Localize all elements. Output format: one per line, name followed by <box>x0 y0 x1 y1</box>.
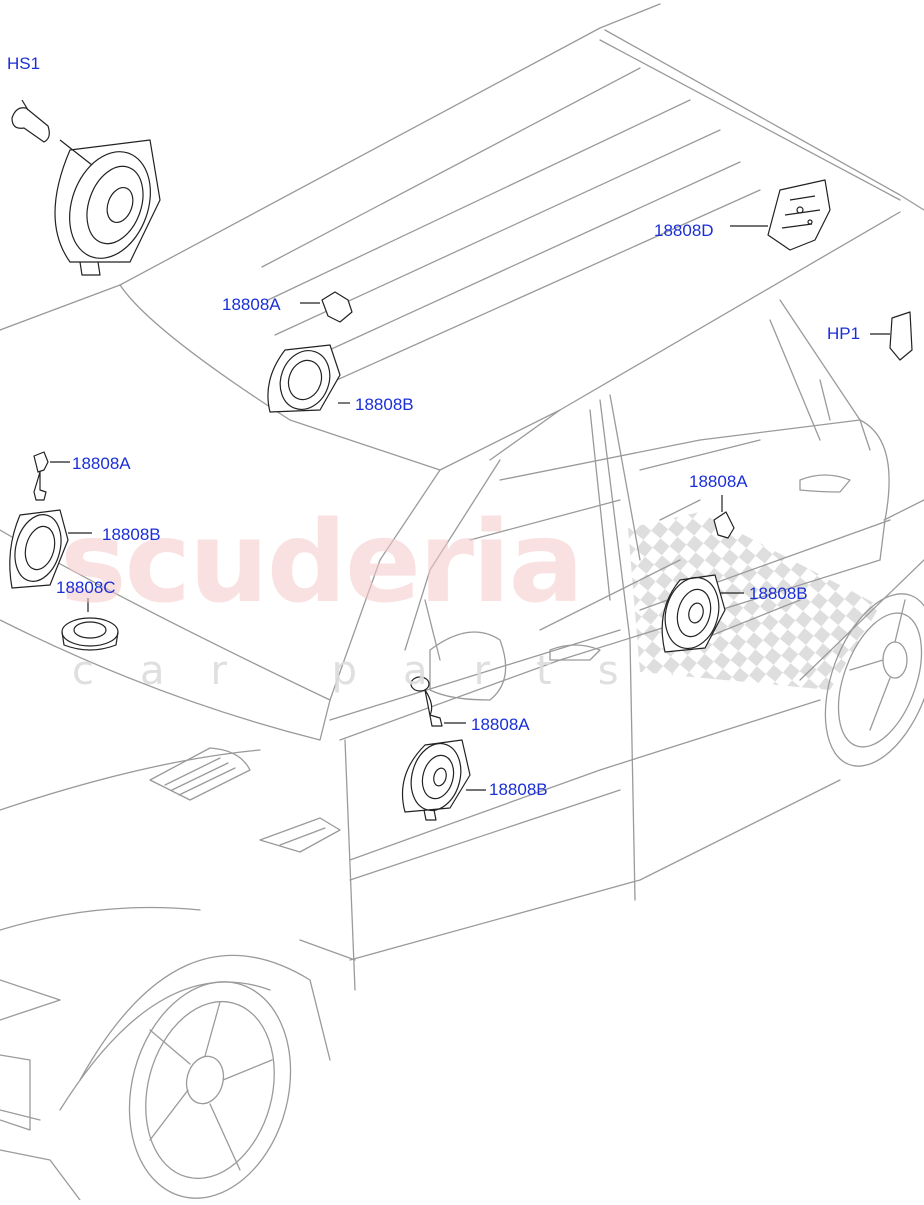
amplifier-18808d <box>730 179 831 251</box>
callout-18808a-front-door[interactable]: 18808A <box>471 715 530 734</box>
callout-hp1[interactable]: HP1 <box>827 324 861 343</box>
fastener-hs1 <box>11 99 50 143</box>
callout-18808b-rear-door[interactable]: 18808B <box>749 584 808 603</box>
connector-18808a-front-door <box>410 676 466 727</box>
speaker-hs1-woofer <box>54 139 161 276</box>
callout-18808a-roof[interactable]: 18808A <box>222 295 281 314</box>
watermark-tagline: car parts <box>72 648 665 694</box>
callout-18808b-left[interactable]: 18808B <box>102 525 161 544</box>
callout-18808a-rear-door[interactable]: 18808A <box>689 472 748 491</box>
callout-18808c-tweeter[interactable]: 18808C <box>56 578 116 597</box>
speaker-18808b-front-door <box>401 739 486 821</box>
callout-18808d-amp[interactable]: 18808D <box>654 221 714 240</box>
callout-hs1[interactable]: HS1 <box>7 54 41 73</box>
plate-hp1 <box>870 311 913 361</box>
speaker-18808b-roof <box>267 344 350 413</box>
tweeter-18808c <box>61 598 119 651</box>
connector-18808a-rear-door <box>713 495 735 539</box>
callout-18808a-left[interactable]: 18808A <box>72 454 131 473</box>
connector-18808a-left <box>33 451 70 501</box>
vehicle-body-outline <box>0 3 924 1201</box>
speaker-18808b-left <box>9 509 92 589</box>
callout-18808b-front-door[interactable]: 18808B <box>489 780 548 799</box>
connector-18808a-roof <box>300 291 353 323</box>
callout-18808b-roof[interactable]: 18808B <box>355 395 414 414</box>
speaker-parts <box>9 99 913 821</box>
speaker-18808b-rear-door <box>661 574 744 653</box>
watermark-brand: scuderia <box>60 498 584 628</box>
